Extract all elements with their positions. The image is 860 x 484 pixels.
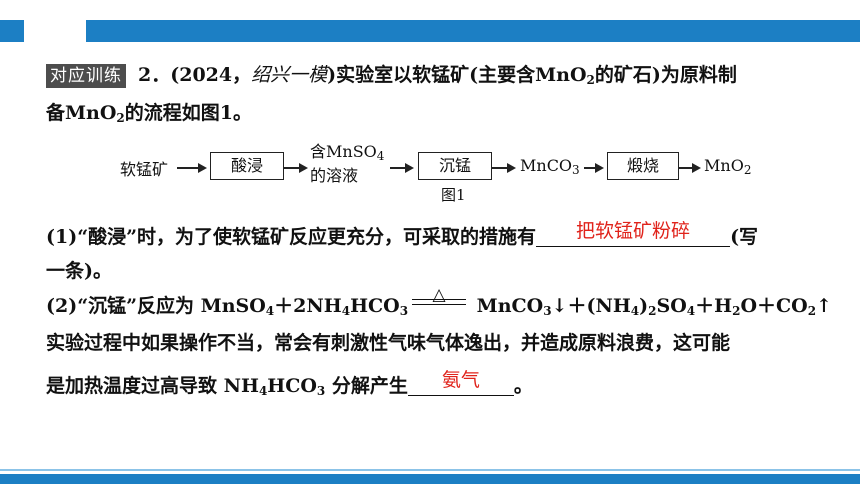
part2-line-2: 实验过程中如果操作不当，常会有刺激性气味气体逸出，并造成原料浪费，这可能 [46,332,731,354]
flow-arrow-2 [284,164,308,172]
flow-arrow-6 [679,164,701,172]
part2-answer: 氨气 [441,369,480,391]
part2-answer-blank: 氨气 [407,369,514,396]
flow-box-precipitate: 沉锰 [418,152,492,180]
figure-caption: 图1 [441,186,466,204]
practice-tag: 对应训练 [46,64,126,88]
flow-arrow-4 [492,164,516,172]
heat-condition-sign: △ [412,285,467,310]
question-number: 2． [138,64,171,86]
flow-arrow-3 [390,164,414,172]
part2-line-3: 是加热温度过高导致 NH4HCO3 分解产生氨气。 [46,369,533,398]
header-bar [86,20,860,42]
part1-line-1: (1)“酸浸”时，为了使软锰矿反应更充分，可采取的措施有把软锰矿粉碎(写 [46,220,759,248]
question-source: 绍兴一模 [251,64,328,86]
flow-arrow-1 [177,164,207,172]
flow-final-mno2: MnO2 [704,156,752,177]
part1-answer-blank: 把软锰矿粉碎 [536,220,731,247]
flow-start: 软锰矿 [120,160,169,179]
flow-box-calcine: 煅烧 [607,152,679,180]
part1-answer: 把软锰矿粉碎 [576,220,691,242]
footer-bar-thin [0,469,860,471]
flow-intermediate: 含MnSO4 [310,142,385,163]
footer-bar [0,474,860,484]
header-bar-left [0,20,24,42]
part2-equation: (2)“沉锰”反应为 MnSO4＋2NH4HCO3△ MnCO3↓＋(NH4)2… [46,285,832,318]
question-line-2: 备MnO2的流程如图1。 [46,102,252,125]
process-flow-diagram: 软锰矿 酸浸 含MnSO4 的溶液 沉锰 MnCO3 煅烧 MnO2 图1 [0,138,860,208]
part1-line-2: 一条)。 [46,260,112,282]
flow-product-mnco3: MnCO3 [520,156,580,177]
flow-box-acid-leach: 酸浸 [210,152,284,180]
flow-arrow-5 [584,164,604,172]
